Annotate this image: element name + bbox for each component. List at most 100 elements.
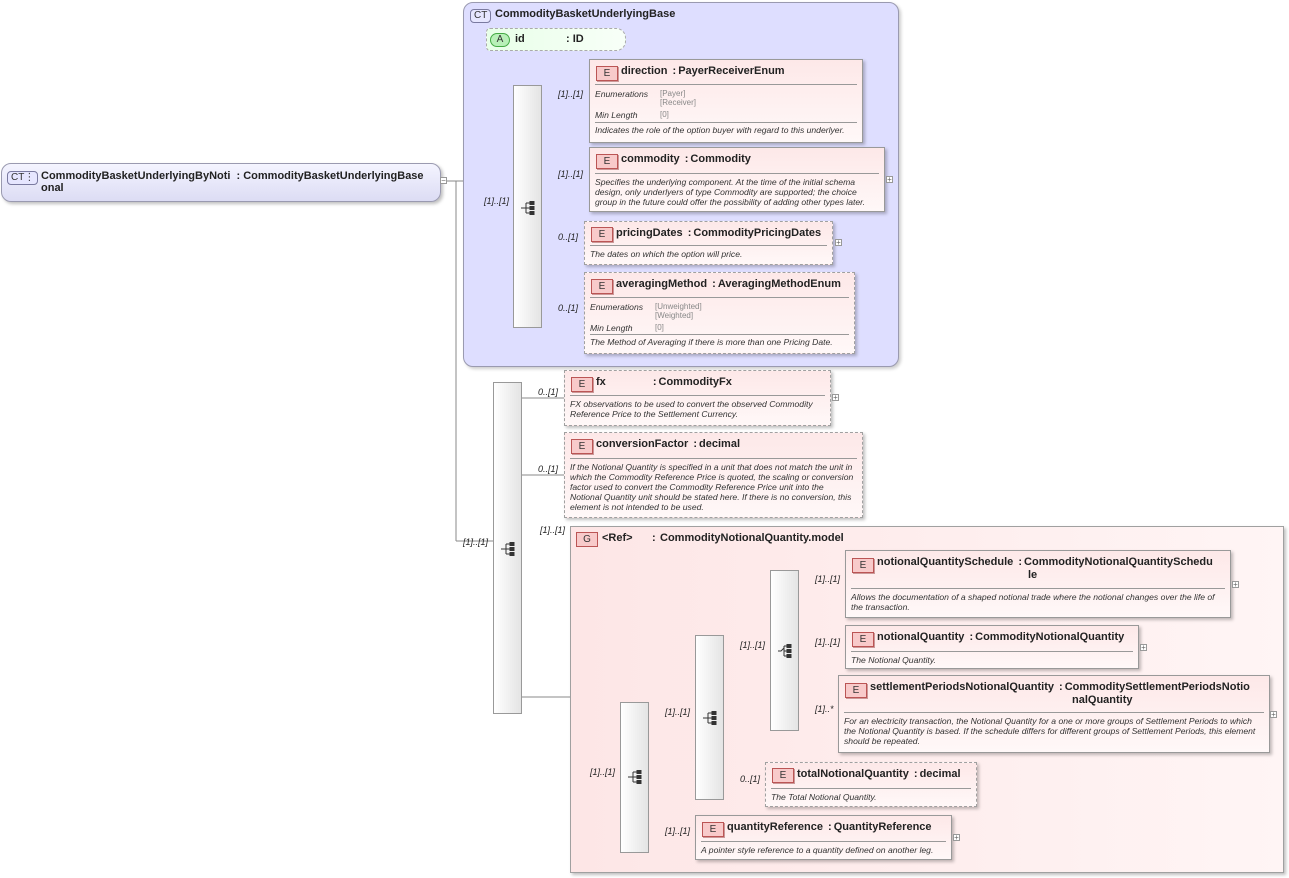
element-totalnotionalquantity[interactable]: E totalNotionalQuantity :decimal The Tot…	[765, 762, 977, 807]
base-type-name: CommodityBasketUnderlyingBase	[495, 8, 676, 20]
complex-type-badge: CT	[470, 9, 492, 23]
facet-value: [Unweighted]	[655, 302, 702, 311]
settlementperiods-cardinality: [1]..*	[815, 704, 834, 714]
attribute-type: : ID	[566, 33, 584, 45]
divider	[844, 712, 1264, 713]
facet-label: Enumerations	[595, 89, 649, 99]
facet-value: [Receiver]	[660, 98, 697, 107]
facet-value: [0]	[655, 323, 664, 332]
direction-cardinality: [1]..[1]	[558, 89, 584, 99]
base-sequence[interactable]	[513, 85, 542, 328]
element-badge: E	[772, 768, 794, 783]
element-documentation: A pointer style reference to a quantity …	[701, 845, 934, 855]
outer-sequence-cardinality: [1]..[1]	[590, 767, 616, 777]
divider	[590, 245, 827, 246]
element-type: decimal	[919, 768, 961, 780]
divider	[590, 297, 849, 298]
element-documentation: The Total Notional Quantity.	[771, 792, 877, 802]
root-base-type: CommodityBasketUnderlyingBase	[243, 170, 424, 182]
element-conversionfactor[interactable]: E conversionFactor :decimal If the Notio…	[564, 432, 863, 518]
facet-label: Enumerations	[590, 302, 644, 312]
complex-type-badge: CT⋮	[7, 171, 39, 185]
notionalquantityschedule-cardinality: [1]..[1]	[815, 574, 841, 584]
facet-value: [0]	[660, 110, 669, 119]
element-type: CommoditySettlementPeriodsNotio	[1064, 681, 1250, 693]
expand-toggle[interactable]: +	[1232, 580, 1239, 589]
group-middle-sequence[interactable]	[695, 635, 724, 800]
expand-toggle[interactable]: +	[953, 833, 960, 842]
element-notionalquantity[interactable]: E notionalQuantity :CommodityNotionalQua…	[845, 625, 1139, 669]
sequence-icon: ⋮	[24, 172, 35, 183]
expand-toggle[interactable]: +	[1270, 710, 1277, 719]
element-documentation: FX observations to be used to convert th…	[570, 399, 813, 419]
averagingmethod-cardinality: 0..[1]	[558, 303, 579, 313]
collapse-toggle[interactable]: −	[440, 176, 447, 185]
element-title: direction :PayerReceiverEnum	[621, 65, 785, 77]
separator: :	[828, 821, 832, 833]
element-name: commodity	[621, 153, 680, 165]
element-notionalquantityschedule[interactable]: E notionalQuantitySchedule :CommodityNot…	[845, 550, 1231, 618]
element-name: pricingDates	[616, 227, 683, 239]
element-pricingdates[interactable]: E pricingDates :CommodityPricingDates Th…	[584, 221, 833, 265]
element-badge: E	[852, 558, 874, 573]
divider	[851, 588, 1225, 589]
expand-toggle[interactable]: +	[1140, 643, 1147, 652]
element-name: notionalQuantitySchedule	[877, 556, 1014, 568]
group-separator: :	[652, 532, 656, 544]
attribute-badge: A	[490, 33, 510, 47]
base-sequence-cardinality: [1]..[1]	[484, 196, 510, 206]
sequence-icon	[521, 201, 535, 215]
sequence-icon	[703, 711, 717, 725]
element-type-continued: nalQuantity	[1072, 694, 1133, 706]
element-fx[interactable]: E fx :CommodityFx FX observations to be …	[564, 370, 831, 426]
element-averagingmethod[interactable]: E averagingMethod :AveragingMethodEnum E…	[584, 272, 855, 354]
extension-sequence[interactable]	[493, 382, 522, 714]
element-type: CommodityNotionalQuantitySchedu	[1024, 556, 1213, 568]
pricingdates-cardinality: 0..[1]	[558, 232, 579, 242]
element-documentation: The dates on which the option will price…	[590, 249, 743, 259]
divider	[771, 788, 971, 789]
separator: :	[684, 153, 689, 165]
root-complex-type[interactable]: CT⋮ CommodityBasketUnderlyingByNoti :Com…	[1, 163, 441, 202]
element-documentation: For an electricity transaction, the Noti…	[844, 716, 1256, 746]
divider	[595, 84, 857, 85]
group-outer-sequence[interactable]	[620, 702, 649, 853]
group-cardinality: [1]..[1]	[540, 525, 566, 535]
element-title: totalNotionalQuantity :decimal	[797, 768, 961, 780]
element-title: conversionFactor :decimal	[596, 438, 740, 450]
separator: :	[687, 227, 692, 239]
element-documentation: The Method of Averaging if there is more…	[590, 337, 833, 347]
facet-label: Min Length	[595, 110, 638, 120]
group-type: CommodityNotionalQuantity.model	[660, 532, 844, 544]
attribute-id[interactable]: A id : ID	[486, 28, 626, 51]
element-documentation: If the Notional Quantity is specified in…	[570, 462, 854, 512]
group-choice[interactable]	[770, 570, 799, 731]
element-badge: E	[702, 822, 724, 837]
element-title: quantityReference :QuantityReference	[727, 821, 932, 833]
divider	[595, 173, 879, 174]
separator: :	[693, 438, 698, 450]
expand-toggle[interactable]: +	[886, 175, 893, 184]
separator: :	[712, 278, 716, 290]
totalnotionalquantity-cardinality: 0..[1]	[740, 774, 761, 784]
notionalquantity-cardinality: [1]..[1]	[815, 637, 841, 647]
sequence-icon	[628, 770, 642, 784]
facet-value: [Weighted]	[655, 311, 694, 320]
element-direction[interactable]: E direction :PayerReceiverEnum Enumerati…	[589, 59, 863, 143]
divider	[570, 458, 857, 459]
element-title: pricingDates :CommodityPricingDates	[616, 227, 821, 239]
element-settlementperiodsnotionalquantity[interactable]: E settlementPeriodsNotionalQuantity :Com…	[838, 675, 1270, 753]
extension-sequence-cardinality: [1]..[1]	[463, 537, 489, 547]
element-quantityreference[interactable]: E quantityReference :QuantityReference A…	[695, 815, 952, 860]
expand-toggle[interactable]: +	[832, 393, 839, 402]
middle-sequence-cardinality: [1]..[1]	[665, 707, 691, 717]
commodity-cardinality: [1]..[1]	[558, 169, 584, 179]
divider	[570, 395, 825, 396]
element-name: settlementPeriodsNotionalQuantity	[870, 681, 1054, 693]
element-type: PayerReceiverEnum	[678, 65, 785, 77]
attribute-name: id	[515, 33, 525, 45]
expand-toggle[interactable]: +	[835, 238, 842, 247]
element-commodity[interactable]: E commodity :Commodity Specifies the und…	[589, 147, 885, 212]
element-title: notionalQuantitySchedule :CommodityNotio…	[877, 556, 1213, 568]
separator: :	[1018, 556, 1023, 568]
